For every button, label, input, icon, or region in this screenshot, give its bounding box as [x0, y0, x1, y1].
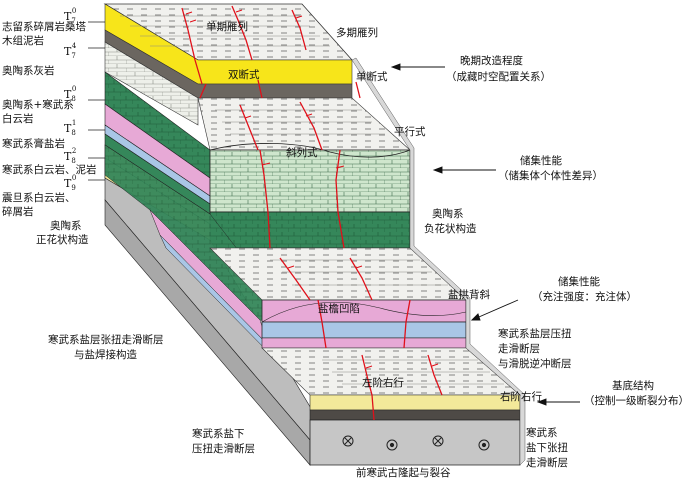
- label-single-en-echelon: 单期雁列: [206, 20, 248, 33]
- label-subsalt-a: 寒武系盐下: [192, 427, 245, 440]
- rift-symbols: [342, 435, 490, 451]
- label-subsalt-tensional-a: 寒武系: [526, 426, 558, 439]
- label-late-mod-b: （成藏时空配置关系）: [446, 70, 551, 83]
- t8-1-marker: T81: [64, 119, 76, 137]
- t9-0-marker: T90: [64, 174, 76, 192]
- label-camb-salt: 寒武系膏盐岩: [2, 137, 65, 150]
- label-pos-flower-b: 正花状构造: [36, 233, 89, 246]
- left-labels: T70 志留系碎屑岩桑塔 木组泥岩 T74 奥陶系灰岩 T80 奥陶系+寒武系 …: [2, 7, 255, 455]
- label-double-fault: 双断式: [228, 68, 260, 81]
- label-multi-en-echelon: 多期雁列: [336, 26, 378, 39]
- label-camb-dolo: 寒武系白云岩、泥岩: [2, 163, 97, 176]
- salt-blue-front: [261, 321, 467, 339]
- label-subsalt-tensional-c: 走滑断层: [526, 456, 568, 469]
- label-neg-flower-a: 奥陶系: [432, 207, 464, 220]
- label-left-step: 左阶右行: [362, 376, 404, 389]
- t7-0-marker: T70: [64, 7, 76, 25]
- label-ordovician-limestone: 奥陶系灰岩: [2, 64, 55, 77]
- second-terrace-top: [197, 97, 411, 151]
- label-camb-salt-fault-c: 与滑脱逆冲断层: [498, 357, 572, 370]
- label-sinian-a: 震旦系白云岩、: [2, 191, 76, 204]
- label-neg-flower-b: 负花状构造: [424, 222, 477, 235]
- label-parallel: 平行式: [394, 125, 426, 138]
- label-ord-camb-a: 奥陶系+寒武系: [2, 98, 74, 111]
- label-camb-salt-fault-b: 走滑断层: [498, 342, 540, 355]
- label-bottom-basement: 前寒武古隆起与裂谷: [356, 466, 451, 479]
- bottom-front-yellow: [309, 394, 521, 411]
- label-reservoir-a: 储集性能: [520, 154, 562, 167]
- label-basement-a: 基底结构: [612, 379, 654, 392]
- label-salt-weld-b: 与盐焊接构造: [74, 348, 137, 361]
- salt-arch: [260, 301, 467, 323]
- t8-2-marker: T82: [64, 147, 76, 165]
- label-basement-b: （控制一级断裂分布）: [584, 394, 689, 407]
- salt-pink-front-lower: [261, 337, 467, 349]
- label-salt-weld-a: 寒武系盐层张扭走滑断层: [48, 333, 164, 346]
- green-block-top-curve: [209, 143, 411, 158]
- label-single-fault: 单断式: [356, 70, 388, 83]
- label-reservoir2-b: （充注强度：充注体）: [532, 290, 637, 303]
- t8-0-marker: T80: [64, 85, 76, 103]
- label-camb-salt-fault-a: 寒武系盐层压扭: [498, 327, 572, 340]
- label-salt-anticline: 盐拱背斜: [448, 288, 490, 301]
- column-ticks: [88, 21, 105, 181]
- fault-lines: [181, 5, 443, 421]
- label-silurian: 志留系碎屑岩桑塔: [2, 20, 86, 33]
- annotation-arrows: [390, 63, 580, 406]
- label-subsalt-tensional-b: 盐下张扭: [526, 441, 568, 454]
- fault-ticks: [185, 9, 439, 369]
- left-column-limestone: [104, 41, 199, 126]
- right-edge-face: [351, 57, 526, 466]
- bottom-front-dark: [309, 409, 521, 421]
- dark-green-band: [209, 211, 411, 249]
- green-brick-block: [209, 149, 411, 213]
- label-reservoir2-a: 储集性能: [558, 275, 600, 288]
- label-ord-camb-b: 白云岩: [2, 112, 34, 125]
- label-reservoir-b: （储集体个体性差异）: [498, 169, 603, 182]
- label-muzu: 木组泥岩: [2, 34, 44, 47]
- t7-4-marker: T74: [64, 42, 77, 60]
- label-pos-flower-a: 奥陶系: [50, 219, 82, 232]
- label-late-mod-a: 晚期改造程度: [460, 54, 523, 67]
- right-labels: 多期雁列 单断式 晚期改造程度 （成藏时空配置关系） 平行式 储集性能 （储集体…: [336, 26, 689, 469]
- label-sinian-b: 碎屑岩: [2, 205, 34, 218]
- inner-labels: 单期雁列 双断式 斜列式 盐檐凹陷 左阶右行: [206, 20, 404, 389]
- label-subsalt-b: 压扭走滑断层: [192, 442, 255, 455]
- label-right-step: 右阶右行: [500, 390, 542, 403]
- label-oblique: 斜列式: [286, 146, 318, 159]
- label-salt-depression: 盐檐凹陷: [318, 302, 360, 315]
